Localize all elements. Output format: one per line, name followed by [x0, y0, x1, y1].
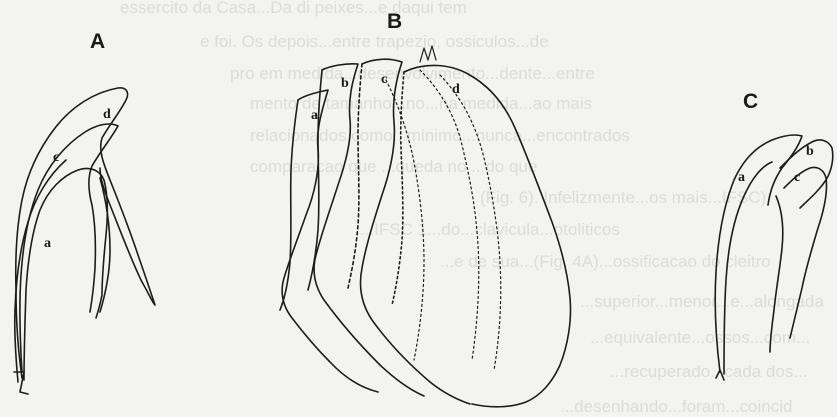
panel-b-dotted-line-1 — [420, 70, 479, 360]
panel-a-drawing — [14, 88, 155, 394]
panel-b-edge-b — [308, 70, 322, 290]
panel-b-dotted-line-2 — [440, 75, 501, 370]
panel-b-drawing — [280, 46, 571, 407]
panel-b-part-b: b — [341, 76, 349, 92]
panel-c-edge-c — [770, 196, 783, 352]
panel-b-dotted-line-3 — [386, 80, 424, 360]
panel-b-tip — [420, 46, 436, 62]
panel-a-stroke-left — [15, 160, 66, 382]
panel-c-part-c: c — [794, 170, 800, 186]
panel-c-outline-c — [784, 167, 827, 338]
panel-b-part-c: c — [381, 72, 387, 88]
panel-b-edge-a — [280, 100, 298, 310]
panel-a-part-a: a — [44, 236, 51, 252]
panel-c-edge-a — [724, 162, 772, 374]
panel-b-part-a: a — [311, 108, 318, 124]
panel-a-label: A — [90, 30, 105, 54]
panel-a-part-c: c — [53, 150, 59, 166]
panel-b-outline-c — [360, 59, 470, 404]
panel-b-outline-d — [404, 65, 571, 406]
panel-c-label: C — [743, 90, 758, 114]
panel-c-drawing — [715, 135, 833, 380]
panel-b-outline-a — [282, 90, 378, 392]
panel-b-label: B — [387, 10, 402, 34]
panel-b-part-d: d — [452, 82, 460, 98]
panel-a-part-d: d — [103, 107, 111, 123]
panel-c-part-b: b — [806, 144, 814, 160]
panel-b-outline-b — [314, 64, 424, 396]
panel-c-base — [716, 370, 724, 380]
panel-c-part-a: a — [738, 170, 745, 186]
